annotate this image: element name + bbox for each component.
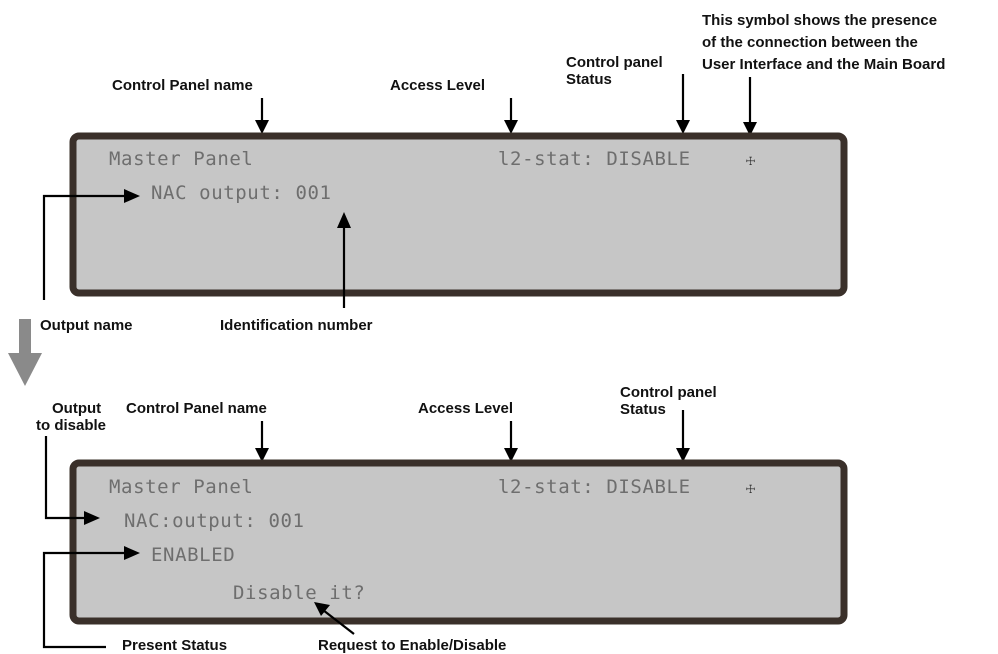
output-to-disable-label-2: to disable xyxy=(36,417,106,434)
top-arrow-access-level xyxy=(504,98,518,134)
top-arrow-output-name xyxy=(42,189,140,300)
top-arrow-control-panel-name xyxy=(255,98,269,134)
connection-symbol-note-2: of the connection between the xyxy=(702,34,918,51)
top-arrow-control-panel-status xyxy=(676,74,690,134)
bottom-arrow-access-level xyxy=(504,421,518,462)
top-control-panel-status-label-2: Status xyxy=(566,71,612,88)
bottom-connection-symbol-icon: ☩ xyxy=(746,479,756,497)
identification-number-label: Identification number xyxy=(220,317,373,334)
top-lcd-panel xyxy=(69,132,848,297)
connection-symbol-note-3: User Interface and the Main Board xyxy=(702,56,945,73)
bottom-lcd-status-line: l2-stat: DISABLE xyxy=(498,476,691,498)
bottom-control-panel-status-label-1: Control panel xyxy=(620,384,717,401)
bottom-lcd-panel-name: Master Panel xyxy=(109,476,253,498)
present-status-label: Present Status xyxy=(122,637,227,654)
top-arrow-connection-symbol xyxy=(743,77,757,136)
output-to-disable-label-1: Output xyxy=(52,400,101,417)
bottom-control-panel-status-label-2: Status xyxy=(620,401,666,418)
bottom-lcd-prompt-line: Disable it? xyxy=(233,582,365,604)
bottom-arrow-present-status xyxy=(42,546,140,649)
bottom-arrow-control-panel-name xyxy=(255,421,269,462)
bottom-arrow-output-to-disable xyxy=(44,436,100,525)
top-lcd-panel-name: Master Panel xyxy=(109,148,253,170)
bottom-access-level-label: Access Level xyxy=(418,400,513,417)
top-connection-symbol-icon: ☩ xyxy=(746,151,756,169)
top-control-panel-name-label: Control Panel name xyxy=(112,77,253,94)
top-control-panel-status-label-1: Control panel xyxy=(566,54,663,71)
bottom-lcd-panel xyxy=(69,459,848,625)
request-label: Request to Enable/Disable xyxy=(318,637,506,654)
top-arrow-identification-number xyxy=(337,212,351,308)
top-lcd-output-line: NAC output: 001 xyxy=(151,182,332,204)
bottom-lcd-output-line: NAC:output: 001 xyxy=(124,510,305,532)
output-name-label: Output name xyxy=(40,317,133,334)
connection-symbol-note-1: This symbol shows the presence xyxy=(702,12,937,29)
bottom-diagram: Output to disable Control Panel name Acc… xyxy=(36,384,848,654)
top-diagram: Control Panel name Access Level Control … xyxy=(40,12,945,334)
bottom-control-panel-name-label: Control Panel name xyxy=(126,400,267,417)
top-lcd-status-line: l2-stat: DISABLE xyxy=(498,148,691,170)
transition-arrow-icon xyxy=(8,319,42,386)
top-access-level-label: Access Level xyxy=(390,77,485,94)
bottom-arrow-request xyxy=(314,602,355,635)
bottom-lcd-state-line: ENABLED xyxy=(151,544,235,566)
bottom-arrow-control-panel-status xyxy=(676,410,690,462)
